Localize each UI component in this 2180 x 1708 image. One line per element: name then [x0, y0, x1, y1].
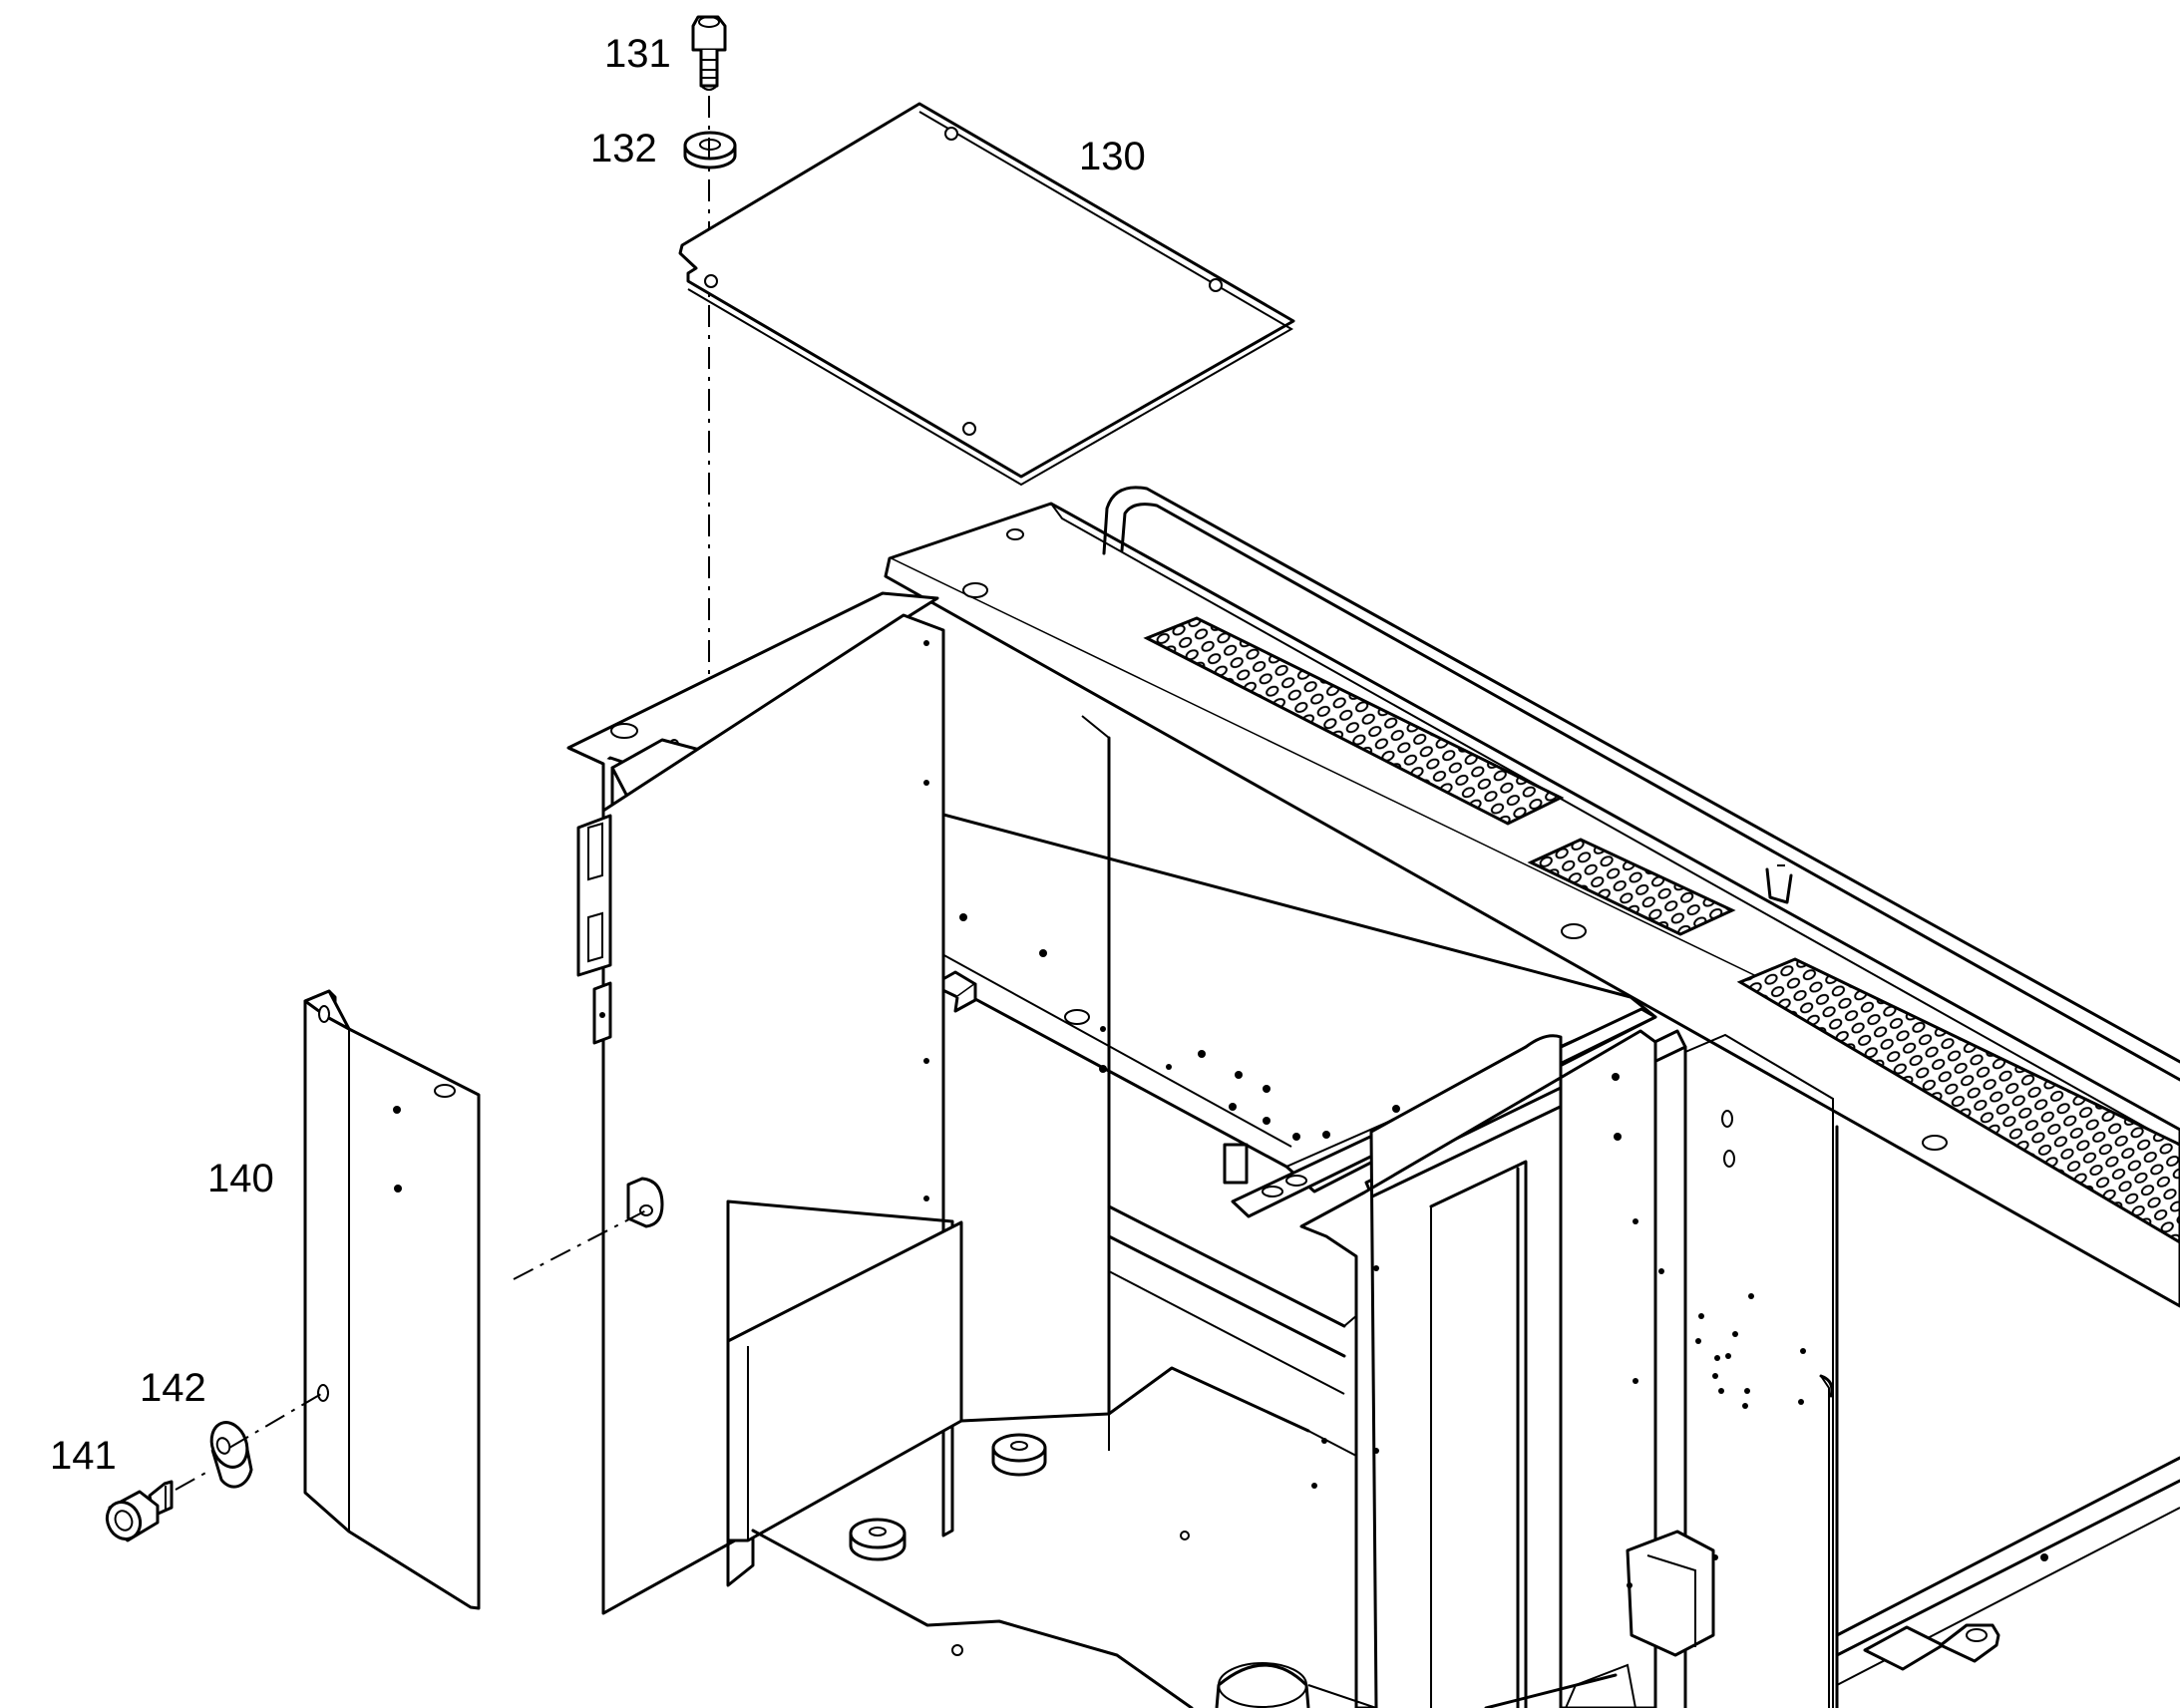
cover-plate-130 — [678, 102, 1295, 487]
callout-140: 140 — [207, 1157, 274, 1200]
callout-132: 132 — [590, 127, 657, 171]
side-plate-140 — [303, 989, 481, 1610]
chassis-frame — [513, 486, 2180, 1708]
callout-131: 131 — [604, 32, 671, 76]
callout-130: 130 — [1079, 135, 1146, 178]
screw-141 — [105, 1470, 210, 1542]
callout-142: 142 — [140, 1366, 206, 1410]
washer-142 — [209, 1393, 322, 1489]
callout-141: 141 — [50, 1434, 117, 1478]
screw-131 — [691, 15, 727, 91]
